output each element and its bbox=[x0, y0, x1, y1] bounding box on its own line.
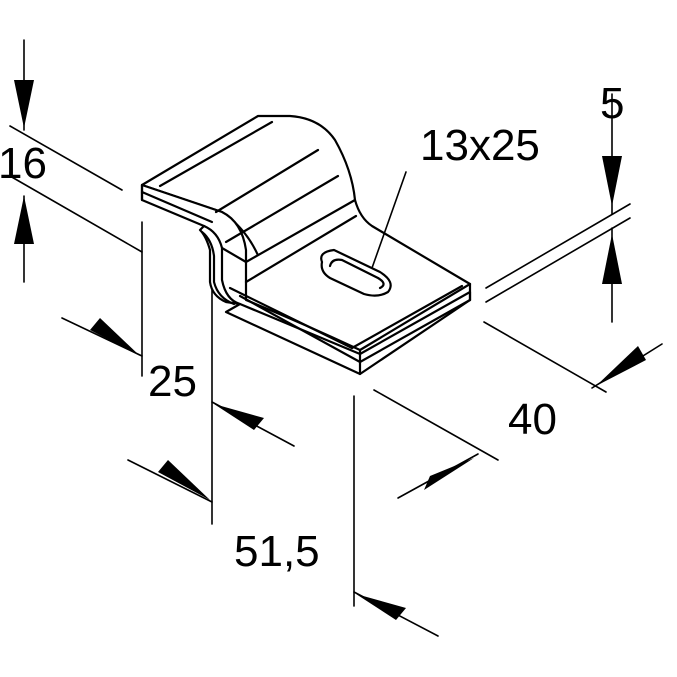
dim-label-thickness: 5 bbox=[600, 79, 624, 128]
dim-label-height: 16 bbox=[0, 139, 47, 188]
arrow-up-icon bbox=[14, 196, 34, 244]
arrow-right-icon bbox=[90, 318, 140, 356]
dimension-height: 16 bbox=[0, 39, 143, 283]
riser bbox=[198, 224, 242, 306]
arrow-left-icon bbox=[356, 594, 406, 620]
arrow-left-icon bbox=[214, 404, 264, 430]
arrow-right-icon bbox=[158, 460, 210, 500]
arrow-up-icon bbox=[602, 234, 622, 284]
arrow-down-icon bbox=[14, 80, 34, 128]
dim-label-slot: 13x25 bbox=[420, 121, 540, 170]
slot-hole bbox=[320, 248, 392, 297]
dimension-width: 40 bbox=[373, 321, 663, 499]
arrow-up-right-icon bbox=[424, 458, 474, 490]
clip-body bbox=[140, 114, 472, 376]
dim-label-width: 40 bbox=[508, 395, 557, 444]
arrow-down-icon bbox=[602, 156, 622, 206]
dimension-offset: 25 bbox=[61, 221, 295, 525]
dimension-length: 51,5 bbox=[127, 395, 439, 637]
dim-label-offset: 25 bbox=[148, 357, 197, 406]
dim-label-length: 51,5 bbox=[234, 527, 320, 576]
dimension-slot: 13x25 bbox=[371, 121, 540, 269]
dimension-thickness: 5 bbox=[485, 79, 631, 323]
arrow-down-left-icon bbox=[596, 346, 646, 386]
